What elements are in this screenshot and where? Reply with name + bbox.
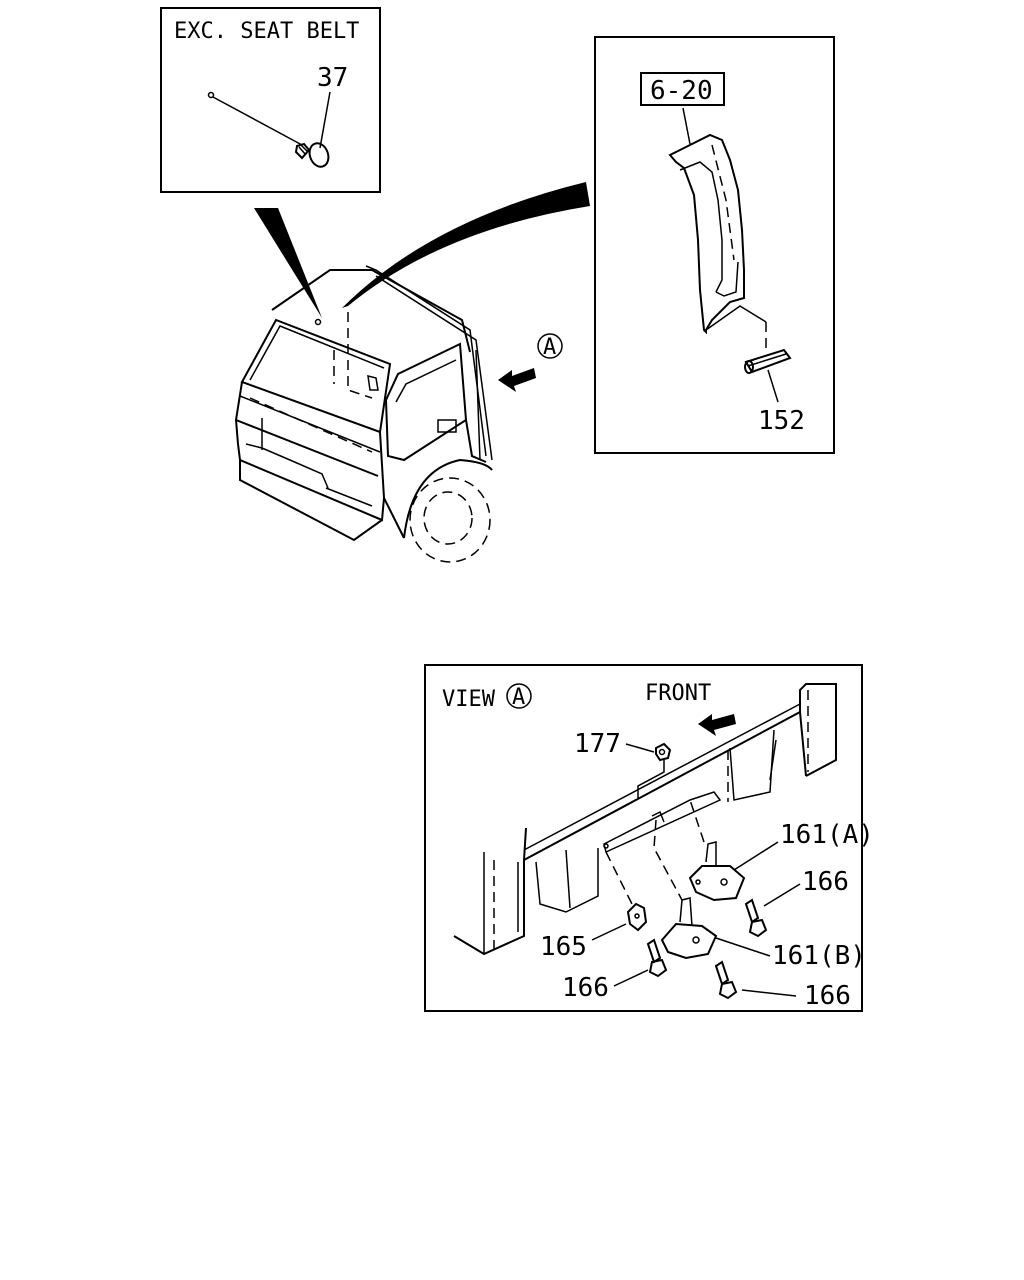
leader-line <box>767 369 779 403</box>
inset-frame <box>594 36 835 454</box>
leader-line <box>613 969 649 987</box>
leader-line <box>591 923 627 941</box>
inset-frame <box>160 7 381 193</box>
front-label: FRONT <box>645 681 711 706</box>
truck-cab-drawing <box>234 265 493 563</box>
bolt-166-right-icon <box>714 960 738 1000</box>
view-arrow-a: A <box>498 333 563 392</box>
clip-152-icon <box>744 348 792 374</box>
bracket-tab <box>651 810 665 823</box>
callout-wedge-left <box>254 208 322 318</box>
mount-hole <box>207 91 215 99</box>
leader-line <box>763 883 801 907</box>
rail-bracket <box>603 791 722 854</box>
axis-line <box>653 819 683 901</box>
bracket-161a-icon <box>688 841 746 902</box>
leader-line <box>319 91 331 149</box>
leader-line <box>682 107 691 145</box>
nut-177-icon <box>655 742 672 762</box>
inset-caption: EXC. SEAT BELT <box>174 19 359 44</box>
front-arrow-icon <box>698 714 736 736</box>
callout-166-upper: 166 <box>802 867 849 897</box>
inset-exc-seat-belt: EXC. SEAT BELT 37 <box>160 7 381 193</box>
pillar-trim-icon <box>668 133 767 335</box>
leader-line <box>625 743 655 753</box>
inset-pillar-trim: 6-20 152 <box>594 36 835 454</box>
axis-line <box>212 96 303 146</box>
callout-161a: 161(A) <box>780 820 874 850</box>
axis-line <box>689 799 705 843</box>
part-number-37: 37 <box>317 63 348 93</box>
axis-line <box>605 851 633 905</box>
clip-icon <box>294 142 330 168</box>
callout-165: 165 <box>540 932 587 962</box>
ref-number-6-20: 6-20 <box>650 76 713 106</box>
view-letter-circle <box>506 683 532 709</box>
callout-166-right: 166 <box>804 981 851 1011</box>
callout-161b: 161(B) <box>772 941 866 971</box>
bracket-165-icon <box>626 902 648 932</box>
view-marker-letter: A <box>543 335 556 360</box>
view-marker-circle <box>537 333 563 359</box>
view-label: VIEW <box>442 687 496 712</box>
leader-line <box>741 989 797 997</box>
bolt-166-left-icon <box>646 938 668 978</box>
rail-hole <box>603 843 609 849</box>
bracket-161b-icon <box>660 897 718 960</box>
callout-177: 177 <box>574 729 621 759</box>
leader-line <box>733 841 779 871</box>
view-arrow-icon <box>498 368 536 392</box>
callout-166-left: 166 <box>562 973 609 1003</box>
ref-box <box>640 72 725 106</box>
inset-view-a: VIEW A FRONT 177 <box>424 664 874 1012</box>
callout-wedge-right <box>342 182 590 308</box>
leader-line <box>715 937 771 957</box>
inset-frame <box>424 664 863 1012</box>
bolt-166-upper-icon <box>744 898 768 938</box>
floor-structure-drawing <box>453 683 837 956</box>
axis-line <box>637 760 665 798</box>
part-number-152: 152 <box>758 406 805 436</box>
view-letter: A <box>512 685 525 710</box>
